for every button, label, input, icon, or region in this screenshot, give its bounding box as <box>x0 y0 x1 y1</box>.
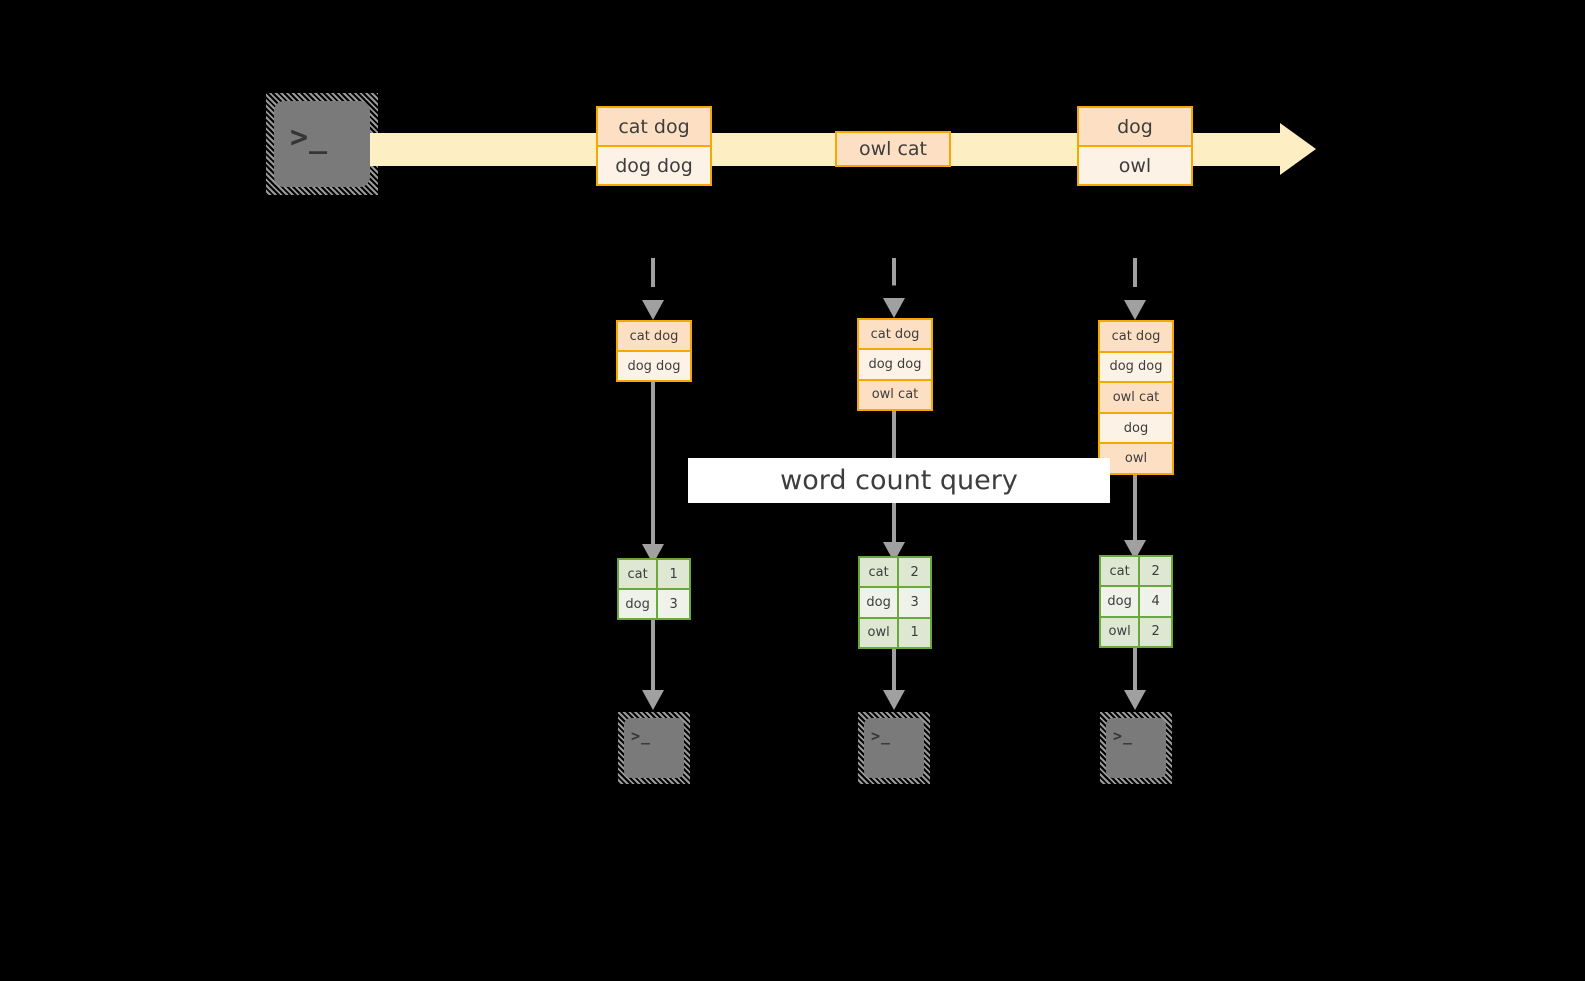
result-table-1: cat 1 dog 3 <box>617 558 691 620</box>
terminal-body <box>274 101 370 187</box>
sink-connector-3 <box>1133 648 1137 692</box>
stream-to-table-connector-2 <box>892 258 896 300</box>
stream-batch-2: owl cat <box>835 131 951 167</box>
input-table-3-row: cat dog <box>1100 322 1172 353</box>
input-stream-arrowhead <box>1280 123 1316 175</box>
stream-to-table-connector-3 <box>1133 258 1137 302</box>
result-count: 3 <box>899 588 930 617</box>
stream-batch-3-line: dog <box>1079 108 1191 147</box>
stream-batch-3-line: owl <box>1079 147 1191 184</box>
terminal-prompt-glyph: >_ <box>631 727 652 745</box>
result-table-2: cat 2 dog 3 owl 1 <box>858 556 932 649</box>
result-table-3-row: dog 4 <box>1101 587 1171 618</box>
sink-connector-2 <box>892 649 896 692</box>
sink-connector-1 <box>651 620 655 692</box>
input-table-3-row: dog <box>1100 413 1172 445</box>
terminal-prompt-glyph: >_ <box>1113 727 1134 745</box>
result-word: cat <box>860 558 900 587</box>
sink-arrowhead-2 <box>883 690 905 710</box>
stream-batch-1-line: cat dog <box>598 108 710 147</box>
sink-terminal-icon-3: >_ <box>1100 712 1172 784</box>
result-table-3-row: cat 2 <box>1101 557 1171 588</box>
input-table-3-row: dog dog <box>1100 352 1172 384</box>
terminal-body <box>1106 718 1166 778</box>
sink-arrowhead-3 <box>1124 690 1146 710</box>
sink-arrowhead-1 <box>642 690 664 710</box>
result-count: 2 <box>1140 557 1171 586</box>
terminal-body <box>864 718 924 778</box>
result-count: 1 <box>899 618 930 647</box>
query-label: word count query <box>688 458 1110 503</box>
sink-terminal-icon-2: >_ <box>858 712 930 784</box>
result-count: 4 <box>1140 587 1171 616</box>
stream-to-table-arrowhead-2 <box>883 298 905 318</box>
input-table-3-row: owl <box>1100 444 1172 473</box>
input-table-2-row: owl cat <box>859 380 931 409</box>
stream-to-table-arrowhead-1 <box>642 300 664 320</box>
result-word: dog <box>1101 587 1141 616</box>
stream-to-table-connector-1 <box>651 258 655 302</box>
result-word: cat <box>1101 557 1141 586</box>
result-count: 2 <box>1140 617 1171 646</box>
result-count: 1 <box>658 560 689 588</box>
result-word: cat <box>619 560 659 588</box>
result-word: owl <box>860 618 900 647</box>
input-table-2-row: cat dog <box>859 320 931 351</box>
stream-batch-1: cat dog dog dog <box>596 106 712 186</box>
result-count: 2 <box>899 558 930 587</box>
result-table-1-row: cat 1 <box>619 560 689 590</box>
input-table-1: cat dog dog dog <box>616 320 692 382</box>
result-table-3: cat 2 dog 4 owl 2 <box>1099 555 1173 648</box>
source-terminal-icon: >_ <box>266 93 378 195</box>
input-table-1-row: cat dog <box>618 322 690 352</box>
stream-batch-2-line: owl cat <box>837 133 949 165</box>
result-table-2-row: owl 1 <box>860 618 930 647</box>
result-word: dog <box>860 588 900 617</box>
terminal-prompt-glyph: >_ <box>290 120 329 155</box>
terminal-body <box>624 718 684 778</box>
result-word: dog <box>619 590 659 618</box>
stream-batch-1-line: dog dog <box>598 147 710 184</box>
result-table-2-row: dog 3 <box>860 588 930 619</box>
stream-to-table-arrowhead-3 <box>1124 300 1146 320</box>
input-table-2: cat dog dog dog owl cat <box>857 318 933 411</box>
result-table-3-row: owl 2 <box>1101 617 1171 646</box>
query-connector-3 <box>1133 475 1137 552</box>
input-table-3-row: owl cat <box>1100 383 1172 414</box>
input-table-3: cat dog dog dog owl cat dog owl <box>1098 320 1174 475</box>
terminal-prompt-glyph: >_ <box>871 727 892 745</box>
input-table-2-row: dog dog <box>859 350 931 381</box>
stream-batch-3: dog owl <box>1077 106 1193 186</box>
result-table-1-row: dog 3 <box>619 590 689 618</box>
input-table-1-row: dog dog <box>618 352 690 380</box>
result-word: owl <box>1101 617 1141 646</box>
query-connector-1 <box>651 382 655 554</box>
sink-terminal-icon-1: >_ <box>618 712 690 784</box>
result-count: 3 <box>658 590 689 618</box>
result-table-2-row: cat 2 <box>860 558 930 589</box>
